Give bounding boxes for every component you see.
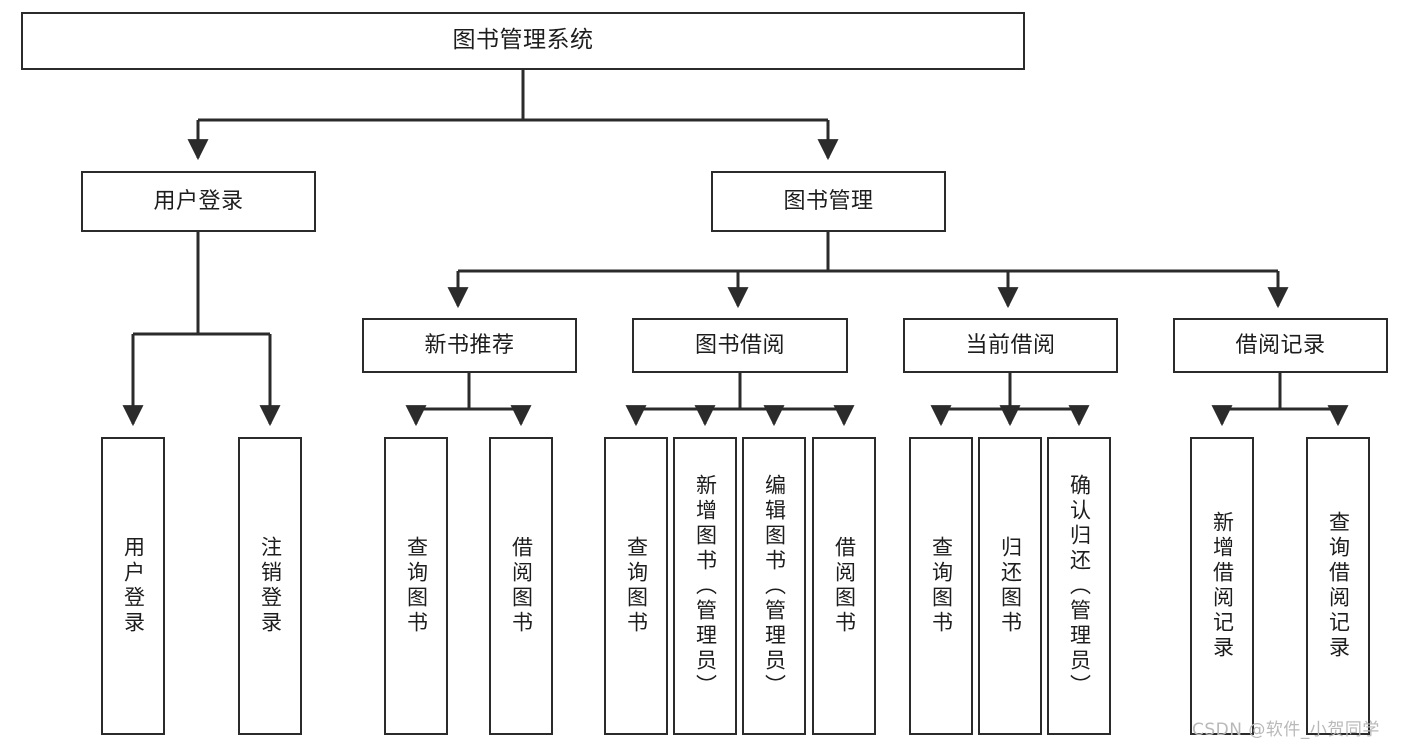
node-label: 借阅图书 bbox=[509, 536, 534, 636]
node-label: 新增图书（管理员） bbox=[693, 473, 718, 699]
leaf-borrow-query-books[interactable]: 查询图书 bbox=[604, 437, 668, 735]
leaf-records-add-record[interactable]: 新增借阅记录 bbox=[1190, 437, 1254, 735]
node-current-borrow[interactable]: 当前借阅 bbox=[903, 318, 1118, 373]
node-user-login[interactable]: 用户登录 bbox=[81, 171, 316, 232]
node-label: 编辑图书（管理员） bbox=[762, 473, 787, 699]
node-label: 借阅图书 bbox=[832, 536, 857, 636]
node-label: 图书管理 bbox=[783, 188, 874, 214]
node-label: 当前借阅 bbox=[965, 332, 1056, 358]
node-label: 查询图书 bbox=[404, 536, 429, 636]
node-label: 查询图书 bbox=[624, 536, 649, 636]
node-label: 归还图书 bbox=[998, 536, 1023, 636]
node-book-borrow[interactable]: 图书借阅 bbox=[632, 318, 848, 373]
node-label: 图书借阅 bbox=[694, 332, 785, 358]
leaf-borrow-borrow-books[interactable]: 借阅图书 bbox=[812, 437, 876, 735]
node-root-system[interactable]: 图书管理系统 bbox=[21, 12, 1025, 70]
node-label: 用户登录 bbox=[153, 188, 244, 214]
leaf-current-query-books[interactable]: 查询图书 bbox=[909, 437, 973, 735]
node-label: 新书推荐 bbox=[424, 332, 515, 358]
node-label: 查询借阅记录 bbox=[1326, 511, 1351, 661]
csdn-watermark: CSDN @软件_小贺同学 bbox=[1192, 720, 1380, 740]
leaf-new-book-borrow-books[interactable]: 借阅图书 bbox=[489, 437, 553, 735]
node-new-book-recommend[interactable]: 新书推荐 bbox=[362, 318, 577, 373]
node-label: 图书管理系统 bbox=[452, 27, 594, 54]
leaf-user-login-logout[interactable]: 注销登录 bbox=[238, 437, 302, 735]
node-book-management[interactable]: 图书管理 bbox=[711, 171, 946, 232]
leaf-borrow-add-book-admin[interactable]: 新增图书（管理员） bbox=[673, 437, 737, 735]
node-label: 查询图书 bbox=[929, 536, 954, 636]
leaf-new-book-query-books[interactable]: 查询图书 bbox=[384, 437, 448, 735]
leaf-records-query-record[interactable]: 查询借阅记录 bbox=[1306, 437, 1370, 735]
node-label: 确认归还（管理员） bbox=[1067, 473, 1092, 699]
node-borrow-records[interactable]: 借阅记录 bbox=[1173, 318, 1388, 373]
leaf-borrow-edit-book-admin[interactable]: 编辑图书（管理员） bbox=[742, 437, 806, 735]
node-label: 借阅记录 bbox=[1235, 332, 1326, 358]
leaf-current-confirm-return-admin[interactable]: 确认归还（管理员） bbox=[1047, 437, 1111, 735]
node-label: 新增借阅记录 bbox=[1210, 511, 1235, 661]
leaf-current-return-books[interactable]: 归还图书 bbox=[978, 437, 1042, 735]
leaf-user-login-login[interactable]: 用户登录 bbox=[101, 437, 165, 735]
node-label: 用户登录 bbox=[121, 536, 146, 636]
node-label: 注销登录 bbox=[258, 536, 283, 636]
